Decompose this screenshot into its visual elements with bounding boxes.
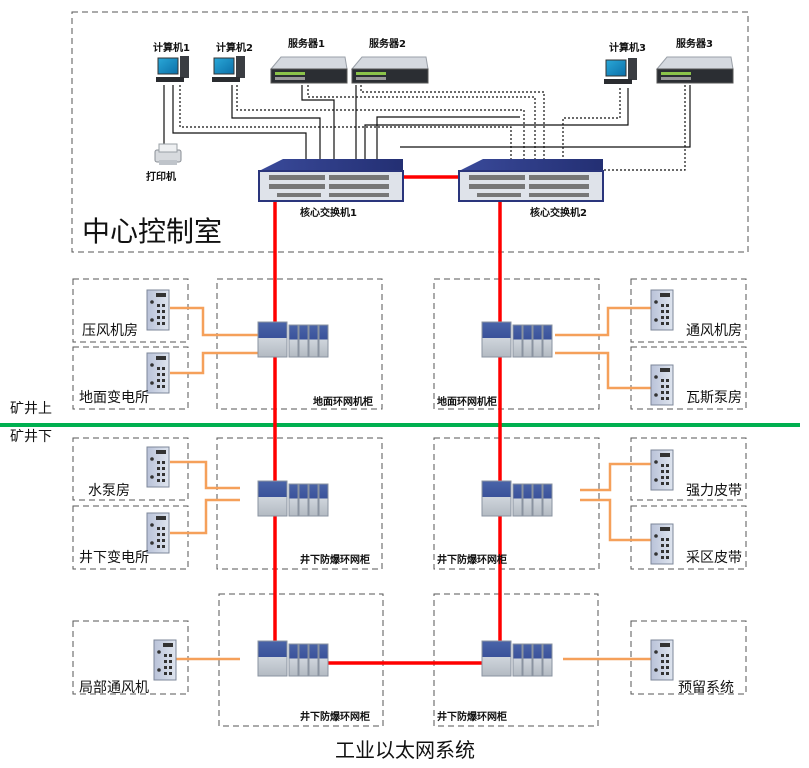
station-strong-belt-label: 强力皮带 — [686, 483, 742, 499]
ring-cabinet-switch-icon — [481, 480, 553, 517]
station-reserved-label: 预留系统 — [678, 680, 734, 696]
lan-dotted-links — [179, 85, 686, 171]
ring-cabinet-switch-icon — [257, 640, 329, 677]
ring-links — [273, 175, 502, 665]
pc3-label: 计算机3 — [609, 43, 646, 54]
core-switch-2-label: 核心交换机2 — [530, 208, 587, 219]
region-local-fan — [72, 620, 189, 695]
control-room-region — [71, 11, 749, 253]
station-gas-pump-label: 瓦斯泵房 — [686, 390, 742, 406]
station-switch-icon — [650, 523, 674, 565]
cab-surface-left-label: 地面环网机柜 — [313, 397, 373, 408]
lan-solid-links — [163, 85, 691, 160]
region-cab-under-left — [216, 437, 383, 570]
printer-label: 打印机 — [146, 172, 176, 183]
station-switch-icon — [650, 289, 674, 331]
ring-cabinet-switch-icon — [481, 640, 553, 677]
region-ventilation — [630, 278, 747, 343]
station-compressor-label: 压风机房 — [82, 323, 138, 339]
station-ventilation-label: 通风机房 — [686, 323, 742, 339]
ring-cabinet-switch-icon — [257, 480, 329, 517]
computer-2-icon — [212, 56, 245, 82]
station-switch-icon — [146, 289, 170, 331]
region-gas-pump — [630, 346, 747, 410]
station-switch-icon — [153, 639, 177, 681]
station-switch-icon — [146, 512, 170, 554]
server-2-icon — [350, 56, 429, 84]
station-switch-icon — [146, 352, 170, 394]
cab-bottom-right-label: 井下防爆环网柜 — [437, 712, 507, 723]
region-mining-belt — [630, 505, 747, 570]
region-compressor — [72, 278, 189, 343]
core-switch-1-icon — [258, 159, 404, 202]
cab-bottom-left-label: 井下防爆环网柜 — [300, 712, 370, 723]
cab-surface-right-label: 地面环网机柜 — [437, 397, 497, 408]
srv3-label: 服务器3 — [676, 39, 713, 50]
region-water-pump — [72, 437, 189, 501]
station-mining-belt-label: 采区皮带 — [686, 550, 742, 566]
computer-1-icon — [156, 56, 189, 82]
station-surface-sub-label: 地面变电所 — [79, 390, 149, 406]
region-surface-sub — [72, 346, 189, 410]
ring-cabinet-switch-icon — [481, 321, 553, 358]
station-under-sub-label: 井下变电所 — [79, 550, 149, 566]
pc1-label: 计算机1 — [153, 43, 190, 54]
diagram-title: 工业以太网系统 — [335, 738, 475, 762]
region-cab-surface-right — [433, 278, 600, 410]
server-1-icon — [269, 56, 348, 84]
station-local-fan-label: 局部通风机 — [79, 680, 149, 696]
station-water-pump-label: 水泵房 — [88, 483, 130, 499]
cab-under-right-label: 井下防爆环网柜 — [437, 555, 507, 566]
cab-under-left-label: 井下防爆环网柜 — [300, 555, 370, 566]
srv1-label: 服务器1 — [288, 39, 325, 50]
region-cab-under-right — [433, 437, 600, 570]
station-switch-icon — [650, 364, 674, 406]
region-strong-belt — [630, 437, 747, 501]
below-ground-label: 矿井下 — [10, 429, 52, 445]
control-room-label: 中心控制室 — [82, 215, 223, 248]
region-under-sub — [72, 505, 189, 570]
station-switch-icon — [650, 639, 674, 681]
region-cab-surface-left — [216, 278, 383, 410]
core-switch-2-icon — [458, 159, 604, 202]
srv2-label: 服务器2 — [369, 39, 406, 50]
region-reserved — [630, 620, 747, 695]
above-ground-label: 矿井上 — [10, 401, 52, 417]
printer-icon — [154, 143, 182, 165]
access-links — [170, 306, 651, 661]
computer-3-icon — [604, 58, 637, 84]
server-3-icon — [655, 56, 734, 84]
station-switch-icon — [650, 449, 674, 491]
core-switch-1-label: 核心交换机1 — [300, 208, 357, 219]
station-switch-icon — [146, 446, 170, 488]
pc2-label: 计算机2 — [216, 43, 253, 54]
ring-cabinet-switch-icon — [257, 321, 329, 358]
